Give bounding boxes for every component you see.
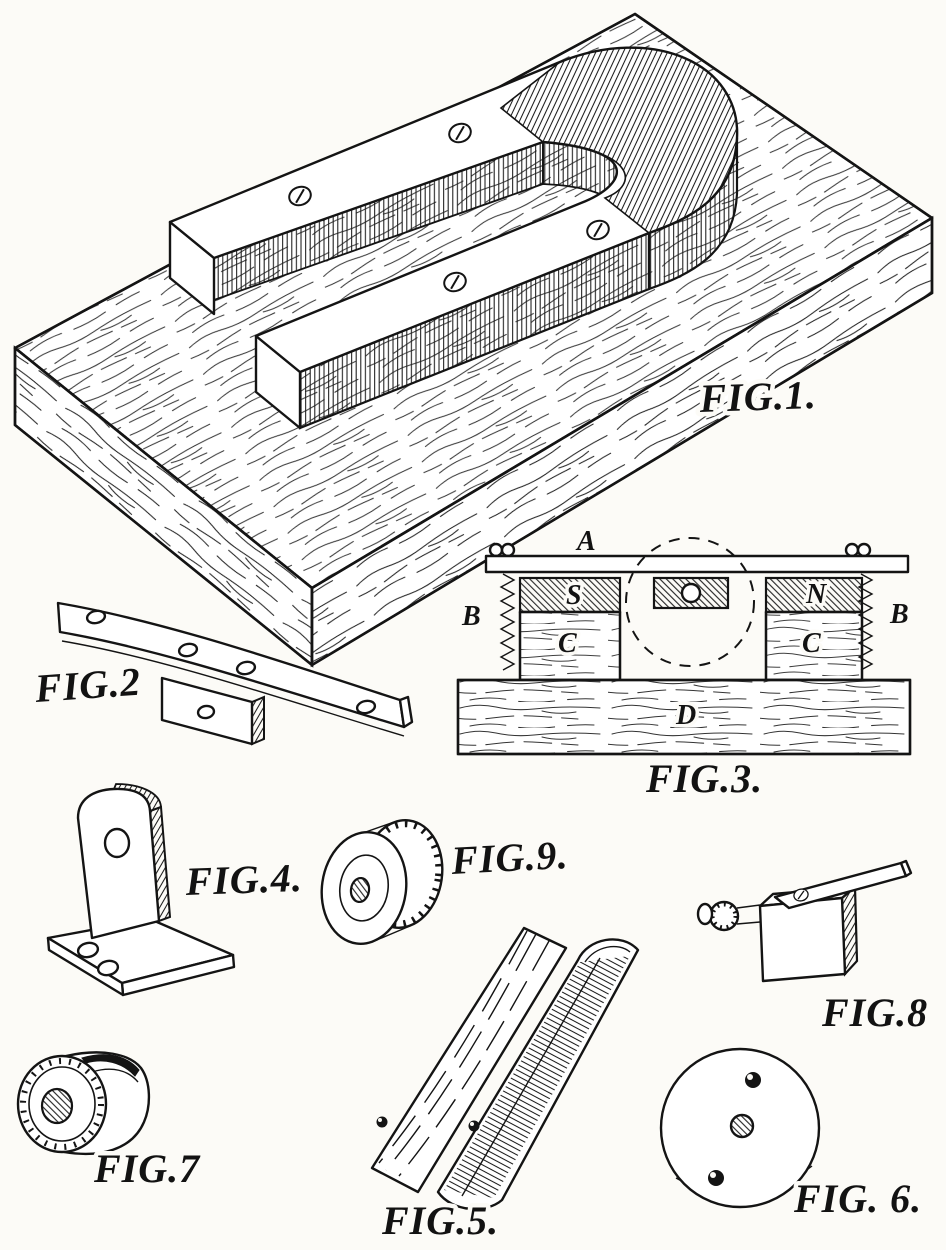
fig5-drawing: FIG.5. bbox=[370, 926, 640, 1248]
fig3-label: FIG.3. bbox=[645, 756, 763, 801]
fig3-part-label-d: D bbox=[675, 700, 696, 731]
fig1-drawing: FIG.1. bbox=[13, 12, 934, 668]
fig5-screw-hole bbox=[376, 1116, 388, 1128]
fig6-label: FIG. 6. bbox=[793, 1176, 922, 1221]
fig5-label: FIG.5. bbox=[381, 1198, 499, 1243]
fig3-pole-n bbox=[764, 576, 864, 614]
fig3-part-label-s: S bbox=[566, 580, 582, 611]
fig3-part-label-c-right: C bbox=[802, 628, 821, 659]
fig2-label: FIG.2 bbox=[32, 659, 142, 711]
fig8-knurl-ticks bbox=[709, 901, 739, 931]
fig8-drawing: FIG.8 bbox=[696, 859, 932, 1040]
fig3-drawing: A B B S N C C D FIG.3. bbox=[456, 523, 912, 806]
fig3-part-label-a: A bbox=[575, 526, 596, 557]
fig1-label: FIG.1. bbox=[698, 372, 818, 421]
fig4-drawing: FIG.4. bbox=[46, 783, 308, 997]
fig3-top-bar bbox=[484, 554, 910, 574]
fig7-knurl-ticks bbox=[20, 1058, 104, 1150]
fig7-label: FIG.7 bbox=[93, 1146, 201, 1191]
fig9-label: FIG.9. bbox=[449, 832, 569, 883]
fig5-screw-hole bbox=[468, 1120, 480, 1132]
fig3-part-label-b-right: B bbox=[889, 599, 909, 630]
fig3-dashed-detail-circle bbox=[625, 537, 755, 667]
fig2-drawing: FIG.2 bbox=[28, 601, 414, 746]
fig1-horseshoe-magnet bbox=[168, 46, 739, 430]
fig3-part-label-c-left: C bbox=[558, 628, 577, 659]
fig9-drawing: FIG.9. bbox=[320, 819, 574, 945]
fig7-drawing: FIG.7 bbox=[16, 1051, 205, 1196]
fig3-part-label-n: N bbox=[805, 579, 828, 610]
fig3-part-label-b-left: B bbox=[461, 601, 481, 632]
fig3-screw-thread bbox=[499, 573, 516, 671]
fig8-label: FIG.8 bbox=[821, 990, 928, 1035]
fig3-screw-thread bbox=[857, 573, 874, 671]
fig6-drawing: FIG. 6. bbox=[659, 1047, 926, 1226]
fig4-label: FIG.4. bbox=[184, 855, 304, 904]
